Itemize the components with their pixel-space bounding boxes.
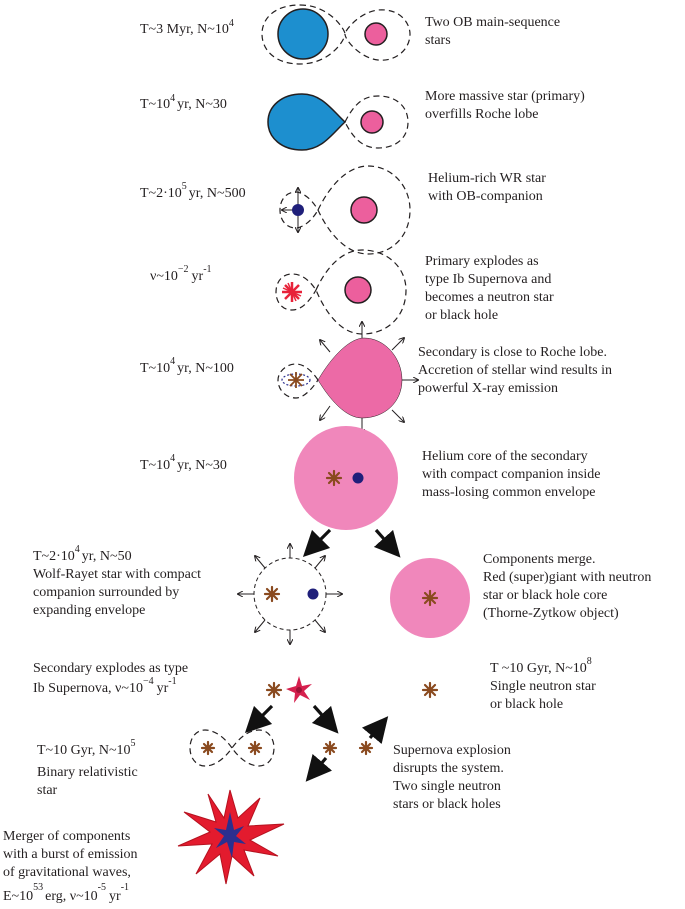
stage-1-ob-secondary-star bbox=[364, 22, 388, 46]
stage-5-accretion-disk bbox=[281, 372, 311, 388]
stage-7b-desc-line-2: Red (super)giant with neutron bbox=[483, 570, 651, 585]
stage-7b-desc-line-1: Components merge. bbox=[483, 552, 596, 567]
stage-2-primary-filling-lobe bbox=[267, 93, 347, 151]
stage-3-desc-line-2: with OB-companion bbox=[428, 189, 543, 204]
stage-6-neutron-star bbox=[325, 469, 343, 487]
stage-7a-envelope-arrows bbox=[238, 544, 342, 644]
stage-7b-desc-line-4: (Thorne-Zytkow object) bbox=[483, 606, 619, 621]
stage-9a-roche-lobes bbox=[189, 729, 275, 767]
stage-9b-desc-line-4: stars or black holes bbox=[393, 797, 501, 812]
stage-10: Merger of components with a burst of emi… bbox=[3, 789, 285, 904]
stage-4-desc-line-3: becomes a neutron star bbox=[425, 290, 554, 305]
stage-8a: Secondary explodes as type Ib Supernova,… bbox=[33, 661, 312, 703]
stage-4-supernova bbox=[282, 282, 302, 302]
stage-2-secondary-lobe bbox=[344, 95, 409, 149]
stage-5-compact-lobe bbox=[277, 363, 319, 399]
stage-7a-desc-line-2: companion surrounded by bbox=[33, 585, 179, 600]
stage-8a-desc-line-1: Secondary explodes as type bbox=[33, 661, 188, 676]
stage-5-wind-arrows bbox=[320, 322, 418, 434]
stage-2-desc-line-2: overfills Roche lobe bbox=[425, 107, 539, 122]
stage-3-wind-arrows bbox=[282, 188, 298, 232]
stage-1-time-label: T~3 Myr, N~104 bbox=[140, 18, 234, 37]
stage-3-ob-companion bbox=[350, 196, 378, 224]
stage-8a-neutron-star bbox=[265, 681, 283, 699]
stage-9b-kick-arrow-1 bbox=[305, 753, 333, 782]
stage-10-desc-line-3: of gravitational waves, bbox=[3, 865, 131, 880]
stage-9a: T~10 Gyr, N~105 Binary relativistic star bbox=[37, 729, 275, 798]
stage-9b-desc-line-3: Two single neutron bbox=[393, 779, 501, 794]
stage-7b-desc-line-3: star or black hole core bbox=[483, 588, 607, 603]
stage-9a-neutron-star-1 bbox=[200, 740, 216, 756]
stage-8a-supernova bbox=[286, 676, 312, 703]
stage-10-merger-burst bbox=[177, 789, 285, 885]
stage-3-wr-star bbox=[292, 204, 304, 216]
stage-9b-neutron-star-1 bbox=[322, 740, 338, 756]
stage-6-helium-core bbox=[352, 472, 364, 484]
arrow-to-stage-7a bbox=[302, 528, 332, 558]
stage-6-desc-line-1: Helium core of the secondary bbox=[422, 449, 588, 464]
stage-4-desc-line-2: type Ib Supernova and bbox=[425, 272, 551, 287]
arrow-to-stage-9a bbox=[244, 704, 274, 734]
stage-8b: T ~10 Gyr, N~108 Single neutron star or … bbox=[421, 656, 596, 712]
stage-8b-time-label: T ~10 Gyr, N~108 bbox=[490, 656, 592, 676]
stage-9b-kick-arrow-2 bbox=[361, 716, 389, 745]
stage-6-desc-line-2: with compact companion inside bbox=[422, 467, 600, 482]
stage-7a-desc-line-3: expanding envelope bbox=[33, 603, 145, 618]
stage-1-ob-primary-star bbox=[277, 8, 329, 60]
stage-5-desc-line-3: powerful X-ray emission bbox=[418, 381, 558, 396]
stage-8b-neutron-star bbox=[421, 681, 439, 699]
stage-8b-desc-line-2: or black hole bbox=[490, 697, 563, 712]
stage-7b-neutron-core bbox=[421, 589, 439, 607]
stage-5-secondary-filling-lobe bbox=[317, 337, 403, 419]
stage-9b-desc-line-2: disrupts the system. bbox=[393, 761, 504, 776]
stage-9a-neutron-star-2 bbox=[247, 740, 263, 756]
stage-9b: Supernova explosion disrupts the system.… bbox=[305, 716, 511, 812]
stage-5-desc-line-2: Accretion of stellar wind results in bbox=[418, 363, 612, 378]
stage-10-desc-line-1: Merger of components bbox=[3, 829, 130, 844]
arrow-to-stage-7b bbox=[373, 528, 401, 558]
stage-9b-desc-line-1: Supernova explosion bbox=[393, 743, 511, 758]
stage-2-desc-line-1: More massive star (primary) bbox=[425, 89, 585, 104]
stage-9a-time-label: T~10 Gyr, N~105 bbox=[37, 738, 136, 758]
stage-4-secondary-star bbox=[344, 276, 372, 304]
stage-10-energy-label: E~1053erg, ν~10-5yr-1 bbox=[3, 882, 129, 904]
stage-1-desc-line-2: stars bbox=[425, 33, 451, 48]
stage-9b-neutron-star-2 bbox=[358, 740, 374, 756]
stage-4-roche-lobes bbox=[275, 249, 407, 335]
stage-6-desc-line-3: mass-losing common envelope bbox=[422, 485, 595, 500]
stage-9a-desc-line-1: Binary relativistic bbox=[37, 765, 138, 780]
stage-7a-neutron-star bbox=[263, 585, 281, 603]
stage-2-secondary-star bbox=[360, 110, 384, 134]
stage-1: T~3 Myr, N~104 Two OB main-sequence star… bbox=[140, 4, 560, 65]
stage-9a-desc-line-2: star bbox=[37, 783, 58, 798]
stage-7a-wr-star bbox=[307, 588, 319, 600]
stage-10-desc-line-2: with a burst of emission bbox=[3, 847, 138, 862]
stage-4-desc-line-1: Primary explodes as bbox=[425, 254, 539, 269]
stage-3-roche-lobes bbox=[279, 165, 411, 255]
stage-1-desc-line-1: Two OB main-sequence bbox=[425, 15, 560, 30]
stage-5-desc-line-1: Secondary is close to Roche lobe. bbox=[418, 345, 607, 360]
stage-1-roche-lobes bbox=[261, 4, 411, 65]
stage-4-desc-line-4: or black hole bbox=[425, 308, 498, 323]
stage-6-common-envelope bbox=[294, 426, 398, 530]
stage-3-desc-line-1: Helium-rich WR star bbox=[428, 171, 546, 186]
stage-7a-desc-line-1: Wolf-Rayet star with compact bbox=[33, 567, 201, 582]
stage-8b-desc-line-1: Single neutron star bbox=[490, 679, 596, 694]
arrow-to-stage-9b bbox=[311, 704, 339, 734]
stage-7b: Components merge. Red (super)giant with … bbox=[390, 552, 651, 638]
